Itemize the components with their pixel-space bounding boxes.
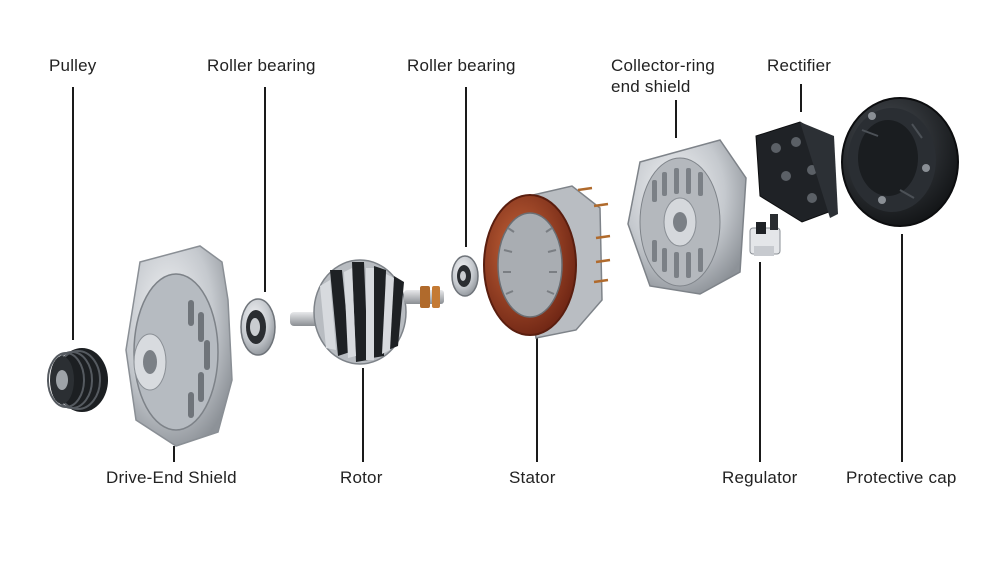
regulator-part [749, 214, 781, 256]
rectifier-part [755, 121, 838, 223]
label-drive-end-shield: Drive-End Shield [106, 468, 237, 487]
label-collector-ring-line2: end shield [611, 77, 691, 96]
leader-lines [72, 84, 903, 462]
protective-cap-part [841, 97, 959, 227]
collector-ring-end-shield-part [627, 139, 747, 295]
rotor-part [290, 259, 444, 365]
label-stator: Stator [509, 468, 556, 487]
pulley-part [47, 348, 108, 412]
label-collector-ring-end-shield: Collector-ring end shield [611, 55, 715, 97]
drive-end-shield-part [125, 245, 233, 447]
roller-bearing-left-part [240, 298, 276, 356]
label-pulley: Pulley [49, 56, 97, 75]
label-regulator: Regulator [722, 468, 798, 487]
roller-bearing-right-part [451, 255, 479, 297]
label-protective-cap: Protective cap [846, 468, 957, 487]
label-rectifier: Rectifier [767, 56, 832, 75]
label-roller-bearing-right: Roller bearing [407, 56, 516, 75]
label-collector-ring-line1: Collector-ring [611, 56, 715, 75]
label-rotor: Rotor [340, 468, 383, 487]
label-roller-bearing-left: Roller bearing [207, 56, 316, 75]
stator-part [483, 185, 611, 339]
